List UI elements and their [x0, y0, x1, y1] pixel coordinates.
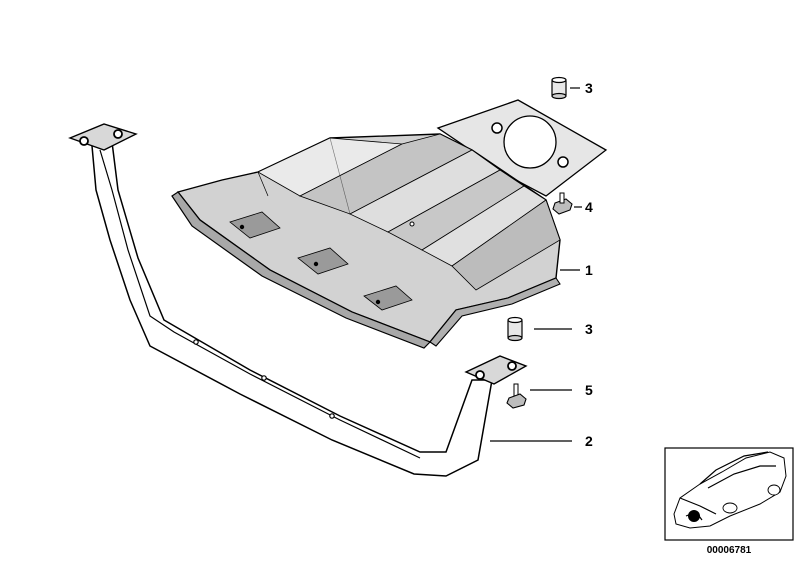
- callout-3-bottom: 3: [585, 321, 593, 337]
- heat-shield-plate: [171, 99, 608, 349]
- callout-2: 2: [585, 433, 593, 449]
- callout-4: 4: [585, 199, 593, 215]
- screw-5: [506, 383, 527, 409]
- screw-4: [552, 192, 573, 215]
- car-outline-icon: [673, 451, 787, 529]
- callout-1: 1: [585, 262, 593, 278]
- callout-3-top: 3: [585, 80, 593, 96]
- spacer-sleeve-bottom: [507, 316, 523, 342]
- vehicle-location-inset: [664, 447, 794, 541]
- spacer-sleeve-top: [551, 76, 567, 100]
- callout-5: 5: [585, 382, 593, 398]
- leader-lines: [490, 87, 582, 442]
- diagram-code: 00006781: [707, 545, 752, 556]
- location-marker-icon: [688, 510, 700, 522]
- support-bracket: [68, 123, 528, 477]
